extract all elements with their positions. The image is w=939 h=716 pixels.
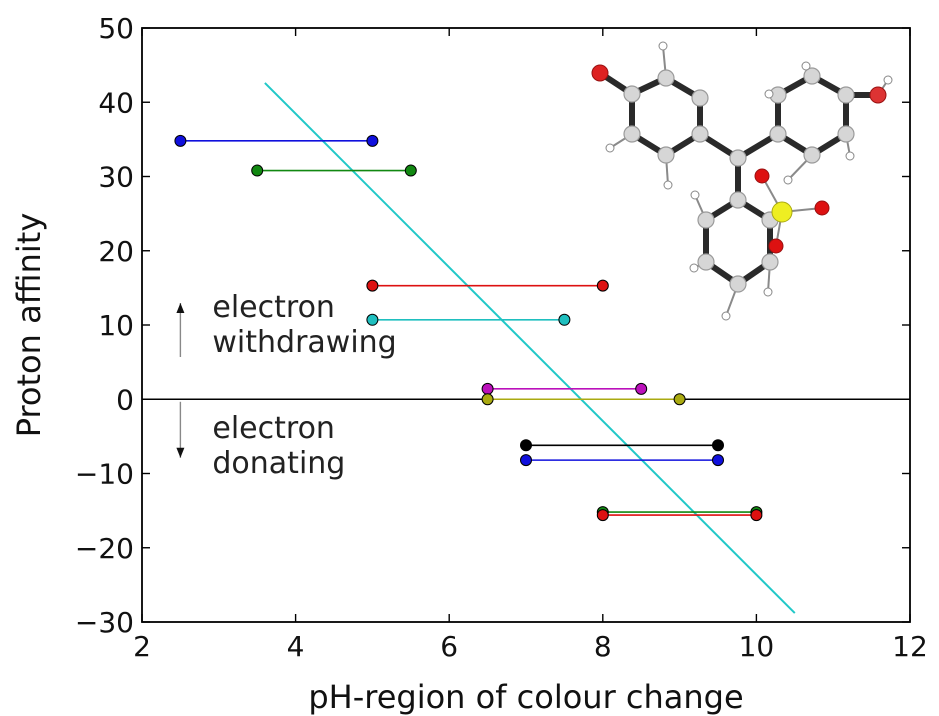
x-tick-label: 10 (739, 630, 775, 663)
data-point (366, 279, 379, 292)
annotation-text: donating (212, 446, 345, 481)
x-tick-label: 12 (892, 630, 928, 663)
data-point (251, 164, 264, 177)
series-0 (174, 134, 379, 147)
annotation-text: electron (212, 290, 335, 325)
y-tick-label: 0 (116, 383, 134, 416)
y-tick-label: −10 (75, 458, 134, 491)
series-3 (366, 313, 571, 326)
data-point (481, 382, 494, 395)
x-tick-label: 6 (440, 630, 458, 663)
x-axis-label: pH-region of colour change (308, 678, 743, 716)
series-1 (251, 164, 417, 177)
data-point (366, 313, 379, 326)
series-6 (520, 439, 724, 452)
series-9 (596, 509, 763, 522)
y-tick-label: 30 (98, 161, 134, 194)
data-point (520, 454, 532, 467)
y-tick-label: 10 (98, 309, 134, 342)
data-point (596, 279, 609, 292)
series-2 (366, 279, 609, 292)
y-tick-label: 50 (98, 12, 134, 45)
series-8 (596, 506, 763, 519)
data-point (750, 509, 763, 522)
annotation-arrow-head (176, 303, 185, 313)
y-axis-label: Proton affinity (10, 213, 48, 438)
y-tick-label: 40 (98, 86, 134, 119)
axes-layer: 2 4 6 8 10 12 50 40 30 20 10 0 −10 −20 −30 pH-region of… (10, 12, 928, 716)
molecule-inset-image (591, 41, 893, 321)
data-point (596, 509, 609, 522)
annotation-text: withdrawing (212, 325, 396, 360)
data-point (712, 439, 724, 452)
y-tick-label: −30 (75, 606, 134, 639)
data-point (673, 393, 686, 406)
data-point (520, 439, 532, 452)
x-tick-label: 8 (594, 630, 612, 663)
data-point (366, 134, 379, 147)
x-tick-label: 4 (287, 630, 305, 663)
x-tick-label: 2 (133, 630, 151, 663)
data-point (635, 382, 648, 395)
series-5 (481, 393, 686, 406)
series-4 (481, 382, 648, 395)
data-point (404, 164, 417, 177)
y-tick-label: −20 (75, 532, 134, 565)
data-point (712, 454, 724, 467)
data-point (481, 393, 494, 406)
data-point (174, 134, 187, 147)
annotation-text: electron (212, 411, 335, 446)
y-tick-label: 20 (98, 235, 134, 268)
data-point (558, 313, 571, 326)
annotation-arrow-head (176, 447, 185, 458)
series-7 (520, 454, 724, 467)
